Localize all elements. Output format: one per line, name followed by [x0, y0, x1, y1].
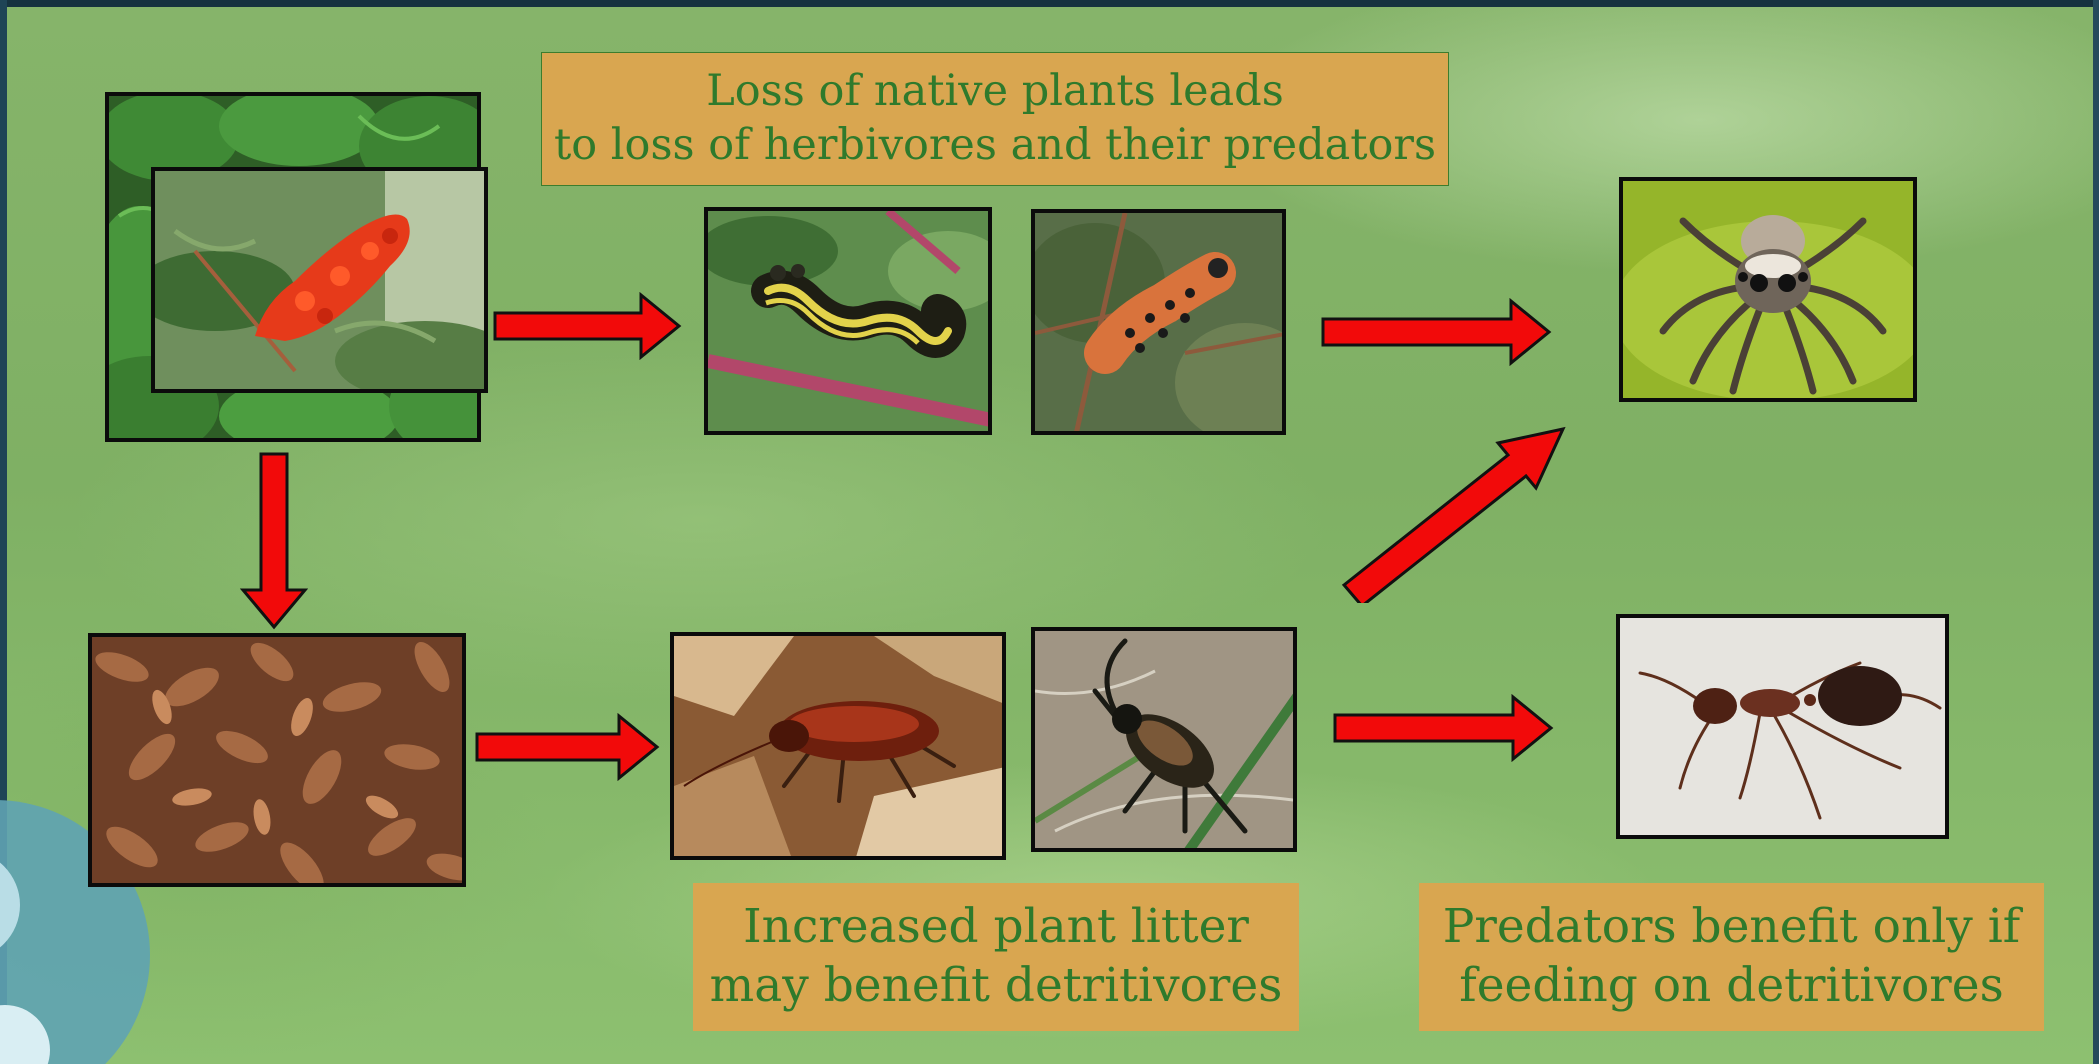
spider-illustration: [1623, 181, 1917, 402]
photo-spotted-larva: [1031, 209, 1286, 435]
caption-line: feeding on detritivores: [1419, 957, 2044, 1016]
caption-predators-benefit: Predators benefit only if feeding on det…: [1419, 883, 2044, 1031]
photo-sumac-flower: [151, 167, 488, 393]
ant-illustration: [1620, 618, 1949, 839]
sumac-illustration: [155, 171, 488, 393]
right-border: [2093, 0, 2099, 1064]
photo-cockroach: [670, 632, 1006, 860]
caption-line: Increased plant litter: [693, 898, 1299, 957]
arrow-herbivores-to-spider: [1321, 298, 1553, 366]
caterpillar-illustration: [708, 211, 992, 435]
caption-line: Predators benefit only if: [1419, 898, 2044, 957]
caption-line: to loss of herbivores and their predator…: [542, 119, 1448, 173]
caption-plant-litter: Increased plant litter may benefit detri…: [693, 883, 1299, 1031]
cockroach-illustration: [674, 636, 1006, 860]
caption-native-plant-loss: Loss of native plants leads to loss of h…: [541, 52, 1449, 186]
arrow-plant-to-herbivores: [493, 292, 683, 360]
caption-line: may benefit detritivores: [693, 957, 1299, 1016]
top-border: [0, 0, 2099, 7]
photo-ant: [1616, 614, 1949, 839]
arrow-detritivores-to-spider: [1338, 425, 1568, 603]
arrow-plant-to-litter: [240, 452, 308, 630]
photo-leaf-litter: [88, 633, 466, 887]
photo-jumping-spider: [1619, 177, 1917, 402]
photo-striped-caterpillar: [704, 207, 992, 435]
arrow-litter-to-detritivores: [475, 713, 661, 781]
caption-line: Loss of native plants leads: [542, 65, 1448, 119]
leaf-litter-illustration: [92, 637, 466, 887]
larva-illustration: [1035, 213, 1286, 435]
cricket-illustration: [1035, 631, 1297, 852]
photo-cricket: [1031, 627, 1297, 852]
arrow-detritivores-to-ant: [1333, 694, 1555, 762]
